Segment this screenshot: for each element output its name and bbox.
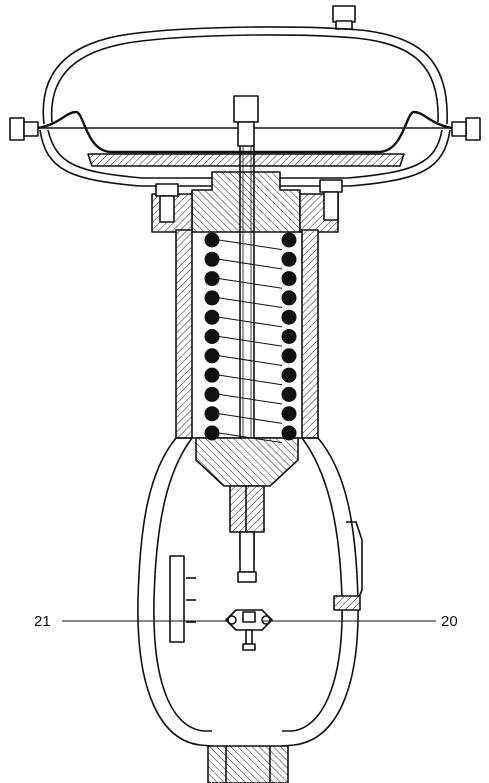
spring-coil-link <box>218 432 283 444</box>
spring-coil-link <box>218 355 283 366</box>
yoke-boss <box>191 171 301 233</box>
casing-cap-screw-right <box>319 179 343 221</box>
spring-coil-left <box>204 290 220 306</box>
spring-coil-right <box>281 251 297 267</box>
upper-diaphragm-casing <box>42 26 448 125</box>
spring-coil-left <box>204 386 220 402</box>
casing-cap-screw-left <box>155 183 179 223</box>
spring-coil-link <box>218 316 283 328</box>
stem-connector <box>229 485 265 533</box>
spring-coil-left <box>204 271 220 287</box>
spring-coil-link <box>218 336 283 347</box>
spring-barrel-left-wall <box>175 229 193 439</box>
spring-coil-right <box>281 406 297 422</box>
spring-coil-link <box>218 393 283 405</box>
diaphragm-plate <box>87 153 405 167</box>
spring-coil-right <box>281 367 297 383</box>
yoke-right-leg <box>281 437 359 747</box>
spring-coil-right <box>281 232 297 248</box>
spring-seat <box>195 437 299 487</box>
spring-coil-right <box>281 348 297 364</box>
callout-label-right: 20 <box>441 613 458 630</box>
left-flange-bolt <box>9 117 39 141</box>
spring-coil-right <box>281 271 297 287</box>
spring-coil-left <box>204 348 220 364</box>
diaphragm <box>37 110 453 154</box>
spring-barrel-right-wall <box>301 229 319 439</box>
callout-label-left: 21 <box>34 613 51 630</box>
spring-coil-right <box>281 386 297 402</box>
spring-coil-link <box>218 258 283 270</box>
spring-coil-left <box>204 425 220 441</box>
spring-coil-left <box>204 251 220 267</box>
spring-coil-link <box>218 297 283 309</box>
spring-coil-left <box>204 406 220 422</box>
travel-scale <box>169 555 196 643</box>
stem-nut <box>233 95 259 147</box>
spring-coil-left <box>204 367 220 383</box>
spring-coil-link <box>218 413 283 424</box>
spring-coil-left <box>204 329 220 344</box>
spring-coil-link <box>218 278 283 289</box>
right-flange-bolt <box>451 117 481 141</box>
spring-coil-left <box>204 232 220 248</box>
yoke-left-leg <box>137 437 213 747</box>
spring-coil-left <box>204 309 220 325</box>
spring-coil-right <box>281 309 297 325</box>
spring-coil-right <box>281 290 297 306</box>
vent-plug <box>332 5 356 30</box>
spring-coils-right <box>281 232 297 441</box>
yoke-bonnet-boss <box>207 745 289 783</box>
spring-coil-link <box>218 239 283 251</box>
spring-coils-left <box>204 232 220 441</box>
spring-coil-link <box>218 374 283 386</box>
spring-coil-right <box>281 329 297 344</box>
stem-clamp <box>225 609 273 651</box>
spring-coil-right <box>281 425 297 441</box>
